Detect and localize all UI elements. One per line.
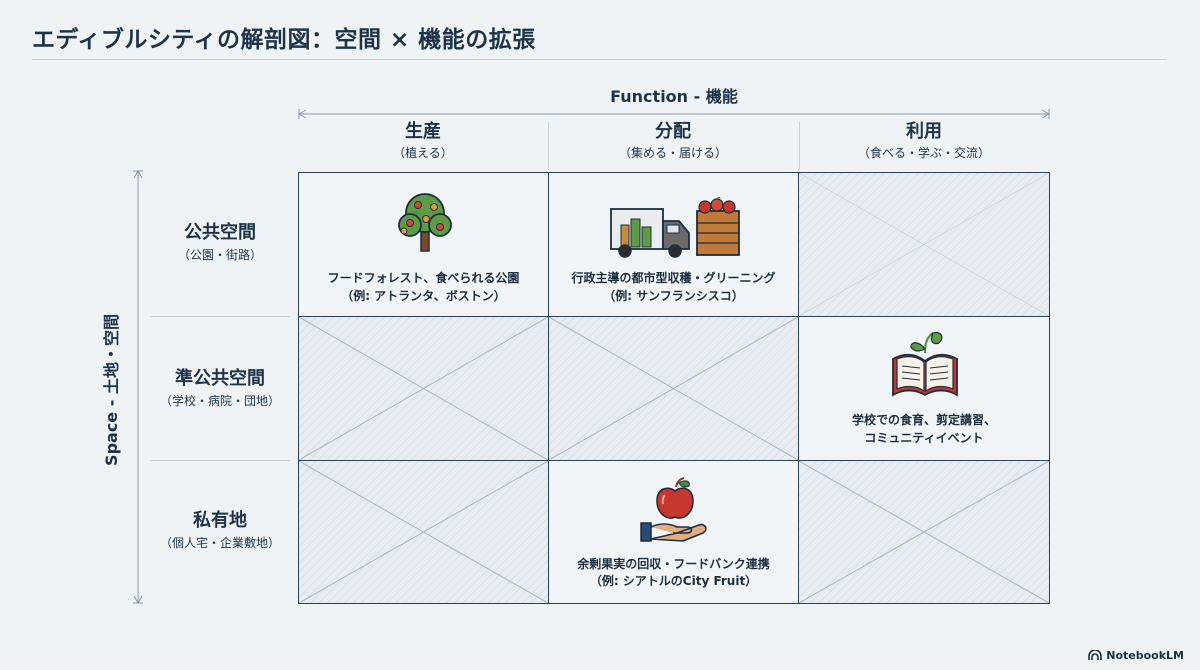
- cell-description-line2: コミュニティイベント: [864, 431, 984, 445]
- cell-description: 学校での食育、剪定講習、: [851, 413, 996, 427]
- column-header-use: 利用 （食べる・学ぶ・交流）: [799, 120, 1049, 162]
- row-sublabel: （学校・病院・団地）: [159, 394, 280, 408]
- cell-example: （例: アトランタ、ボストン）: [341, 289, 506, 303]
- row-sublabel: （個人宅・企業敷地）: [159, 536, 280, 550]
- row-sublabel: （公園・街路）: [177, 248, 262, 262]
- cell-private-production-empty: [298, 460, 549, 604]
- function-axis-arrow: [298, 109, 1050, 119]
- space-function-matrix: フードフォレスト、食べられる公園 （例: アトランタ、ボストン） 行政主導の都市…: [298, 172, 1050, 604]
- row-label: 公共空間: [184, 222, 256, 243]
- title-divider: [32, 59, 1166, 60]
- column-separator: [799, 122, 800, 170]
- cell-description: フードフォレスト、食べられる公園: [327, 271, 520, 285]
- row-header-private: 私有地 （個人宅・企業敷地）: [150, 508, 290, 552]
- cell-description: 余剰果実の回収・フードバンク連携: [577, 557, 770, 571]
- cell-semi-production-empty: [298, 316, 549, 461]
- row-header-public: 公共空間 （公園・街路）: [150, 220, 290, 264]
- open-book-sprout-icon: [892, 332, 958, 397]
- space-axis-arrow: [133, 170, 143, 604]
- column-sublabel: （食べる・学ぶ・交流）: [857, 146, 990, 160]
- column-separator: [548, 122, 549, 170]
- fruit-tree-icon: [398, 193, 452, 252]
- column-label: 利用: [906, 121, 942, 142]
- cell-private-distribution: 余剰果実の回収・フードバンク連携 （例: シアトルのCity Fruit）: [548, 460, 799, 604]
- row-label: 準公共空間: [175, 368, 265, 389]
- empty-cross-mark: [549, 317, 798, 460]
- delivery-truck-crate-icon: [610, 197, 740, 258]
- cell-public-production: フードフォレスト、食べられる公園 （例: アトランタ、ボストン）: [298, 172, 549, 317]
- column-header-distribution: 分配 （集める・届ける）: [548, 120, 798, 162]
- cell-example: （例: シアトルのCity Fruit）: [589, 574, 758, 588]
- empty-cross-mark: [299, 317, 548, 460]
- cell-private-use-empty: [798, 460, 1050, 604]
- notebooklm-brand: NotebookLM: [1088, 649, 1184, 662]
- empty-cross-mark: [799, 461, 1049, 603]
- row-separator: [150, 460, 290, 461]
- row-header-semi-public: 準公共空間 （学校・病院・団地）: [150, 366, 290, 410]
- column-header-production: 生産 （植える）: [298, 120, 548, 162]
- brand-name: NotebookLM: [1106, 649, 1184, 662]
- column-label: 生産: [405, 121, 441, 142]
- cell-semi-use: 学校での食育、剪定講習、 コミュニティイベント: [798, 316, 1050, 461]
- notebooklm-logo-icon: [1088, 650, 1103, 660]
- row-label: 私有地: [193, 510, 247, 531]
- column-sublabel: （集める・届ける）: [618, 146, 727, 160]
- empty-cross-mark: [299, 461, 548, 603]
- cell-public-distribution: 行政主導の都市型収穫・グリーニング （例: サンフランシスコ）: [548, 172, 799, 317]
- function-axis-label: Function - 機能: [610, 87, 738, 106]
- column-label: 分配: [655, 121, 691, 142]
- cell-example: （例: サンフランシスコ）: [603, 289, 744, 303]
- hand-apple-icon: [640, 477, 707, 542]
- space-axis-text: Space - 土地・空間: [102, 314, 121, 466]
- row-separator: [150, 316, 290, 317]
- empty-cross-mark: [799, 173, 1049, 316]
- page-title: エディブルシティの解剖図：空間 × 機能の拡張: [32, 27, 536, 53]
- cell-public-use-empty: [798, 172, 1050, 317]
- column-sublabel: （植える）: [393, 146, 453, 160]
- cell-semi-distribution-empty: [548, 316, 799, 461]
- cell-description: 行政主導の都市型収穫・グリーニング: [571, 271, 776, 285]
